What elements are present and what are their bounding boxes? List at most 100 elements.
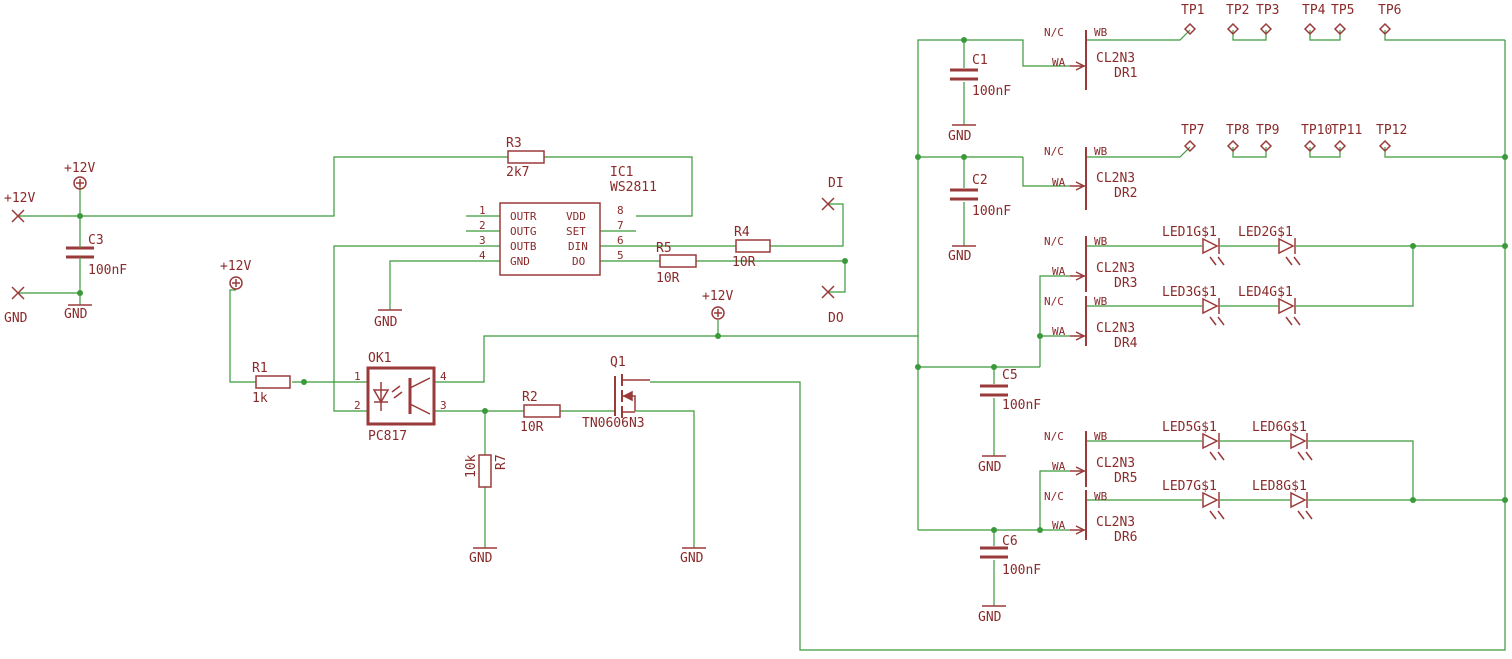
c1-value: 100nF [972,84,1011,99]
wa-pin-label: WA [1052,56,1066,69]
driver-dr3: N/C WB WA CL2N3 DR3 [1044,235,1137,292]
led-1: LED1G$1 [1162,225,1225,266]
mosfet-q1: Q1 TN0606N3 [582,355,650,431]
tp4-label: TP4 [1302,3,1326,18]
led3-label: LED3G$1 [1162,285,1217,300]
dr5-value: CL2N3 [1096,456,1135,471]
ic1-pin-number: 7 [617,219,624,232]
led-5: LED5G$1 [1162,420,1225,461]
r5-label: R5 [656,241,672,256]
dr3-label: DR3 [1114,276,1137,291]
resistor-r1: R1 1k [252,361,291,406]
r1-value: 1k [252,391,268,406]
tp10-label: TP10 [1301,123,1332,138]
ic1-value: WS2811 [610,180,657,195]
dr5-label: DR5 [1114,471,1137,486]
c6-label: C6 [1002,534,1018,549]
dr6-label: DR6 [1114,530,1137,545]
ok1-label: OK1 [368,351,391,366]
resistor-r3: R3 2k7 [506,136,545,180]
ok1-pin-number: 1 [354,370,361,383]
optocoupler-ok1: OK1 PC817 1 2 3 4 [354,351,447,444]
wb-pin-label: WB [1094,295,1108,308]
wb-pin-label: WB [1094,235,1108,248]
dr2-value: CL2N3 [1096,171,1135,186]
led6-label: LED6G$1 [1252,420,1307,435]
ok1-pin-number: 4 [440,370,447,383]
gnd-label: GND [469,551,493,566]
driver-dr5: N/C WB WA CL2N3 DR5 [1044,430,1137,487]
supply-12v-symbol-r1: +12V [220,259,251,290]
supply-12v-symbol-left: +12V [64,161,95,190]
wa-pin-label: WA [1052,519,1066,532]
ic1-pin-name: OUTB [510,240,537,253]
c2-value: 100nF [972,204,1011,219]
r7-label: R7 [494,454,509,470]
di-label: DI [828,176,844,191]
ground-symbol-c2: GND [948,245,976,264]
wires [18,29,1506,651]
wa-pin-label: WA [1052,176,1066,189]
r2-value: 10R [520,420,544,435]
supply-12v-label: +12V [220,259,251,274]
gnd-label: GND [978,460,1002,475]
terminal-di[interactable]: DI [821,176,844,211]
led5-label: LED5G$1 [1162,420,1217,435]
wb-pin-label: WB [1094,490,1108,503]
ground-symbol-c3: GND [64,304,92,322]
c1-label: C1 [972,53,988,68]
c2-label: C2 [972,173,988,188]
dr3-value: CL2N3 [1096,261,1135,276]
ic1-pin-name: OUTG [510,225,537,238]
dr1-value: CL2N3 [1096,51,1135,66]
ic1-pin-number: 6 [617,234,624,247]
tp5-label: TP5 [1331,3,1354,18]
nc-pin-label: N/C [1044,295,1064,308]
supply-12v-symbol-mid: +12V [702,289,733,320]
supply-12v-label: +12V [702,289,733,304]
supply-12v-label: +12V [64,161,95,176]
input-gnd-label: GND [4,311,28,326]
input-12v-terminal[interactable]: +12V [4,191,35,223]
r4-label: R4 [734,225,750,240]
wb-pin-label: WB [1094,145,1108,158]
nc-pin-label: N/C [1044,490,1064,503]
dr2-label: DR2 [1114,186,1137,201]
gnd-label: GND [948,129,972,144]
do-label: DO [828,311,844,326]
resistor-r7: R7 10k [464,454,509,488]
led-3: LED3G$1 [1162,285,1225,326]
resistor-r5: R5 10R [656,241,697,286]
tp3-label: TP3 [1256,3,1279,18]
dr4-value: CL2N3 [1096,321,1135,336]
led2-label: LED2G$1 [1238,225,1293,240]
tp6-label: TP6 [1378,3,1401,18]
c3-label: C3 [88,233,104,248]
q1-value: TN0606N3 [582,416,645,431]
input-gnd-terminal[interactable]: GND [4,286,28,326]
r3-value: 2k7 [506,165,529,180]
led-2: LED2G$1 [1238,225,1301,266]
ok1-value: PC817 [368,429,407,444]
r1-label: R1 [252,361,268,376]
ic1-pin-name: OUTR [510,210,537,223]
ground-symbol-ic1: GND [374,309,402,330]
ground-symbol-r7: GND [469,547,497,566]
ic1-label: IC1 [610,165,633,180]
led8-label: LED8G$1 [1252,479,1307,494]
terminal-do[interactable]: DO [821,285,844,326]
wa-pin-label: WA [1052,460,1066,473]
ic1-pin-number: 8 [617,204,624,217]
nc-pin-label: N/C [1044,145,1064,158]
ground-symbol-c5: GND [978,455,1006,475]
gnd-label: GND [680,551,704,566]
gnd-label: GND [374,315,398,330]
led-8: LED8G$1 [1252,479,1313,520]
tp2-label: TP2 [1226,3,1249,18]
ic1-pin-number: 5 [617,249,624,262]
q1-label: Q1 [610,355,626,370]
gnd-label: GND [978,610,1002,625]
ic1-pin-number: 3 [479,234,486,247]
